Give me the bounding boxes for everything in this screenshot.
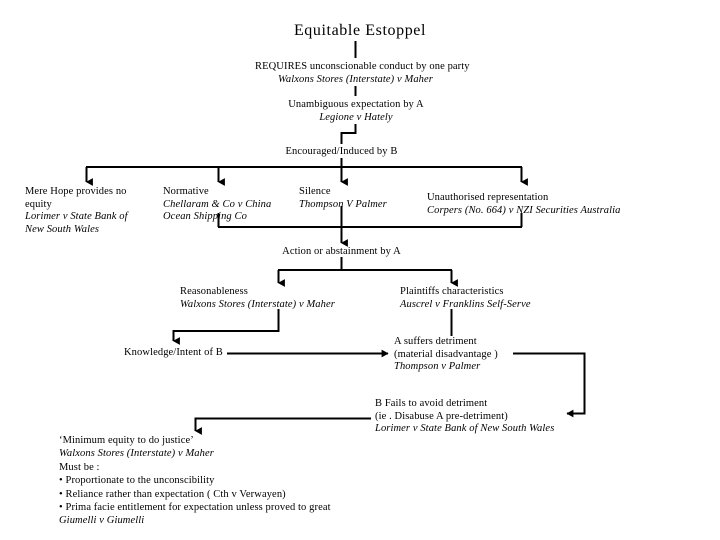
node-minimum-equity: ‘Minimum equity to do justice’ Walxons S… (59, 434, 331, 528)
minimum-equity-heading: ‘Minimum equity to do justice’ (59, 435, 194, 446)
node-detriment-citation: Thompson v Palmer (394, 361, 481, 373)
node-mere-hope-citation1: Lorimer v State Bank of (25, 211, 128, 223)
node-mere-hope: Mere Hope provides no equity Lorimer v S… (25, 186, 128, 236)
node-requires-text: REQUIRES unconscionable conduct by one p… (255, 61, 470, 72)
node-reasonableness: Reasonableness Walxons Stores (Interstat… (180, 286, 335, 311)
node-plaintiffs-citation: Auscrel v Franklins Self-Serve (400, 298, 531, 310)
minimum-equity-citation: Walxons Stores (Interstate) v Maher (59, 448, 214, 460)
node-plaintiffs-text: Plaintiffs characteristics (400, 286, 504, 297)
node-mere-hope-line2: equity (25, 198, 52, 210)
minimum-equity-bullet-1: • Proportionate to the unconscibility (59, 475, 215, 487)
node-encouraged-text: Encouraged/Induced by B (285, 146, 398, 157)
node-unauthorised-representation: Unauthorised representation Corpers (No.… (427, 192, 621, 217)
node-detriment-line2: (material disadvantage ) (394, 348, 498, 360)
node-normative: Normative Chellaram & Co v China Ocean S… (163, 186, 271, 224)
page-title: Equitable Estoppel (293, 22, 427, 39)
node-silence: Silence Thompson V Palmer (299, 186, 387, 211)
minimum-equity-bullet-3: • Prima facie entitlement for expectatio… (59, 502, 331, 514)
node-silence-line1: Silence (299, 186, 331, 197)
node-encouraged-induced: Encouraged/Induced by B (266, 146, 417, 159)
node-mere-hope-line1: Mere Hope provides no (25, 186, 127, 197)
node-normative-line1: Normative (163, 186, 209, 197)
node-plaintiffs-characteristics: Plaintiffs characteristics Auscrel v Fra… (400, 286, 531, 311)
node-reasonableness-citation: Walxons Stores (Interstate) v Maher (180, 298, 335, 310)
node-action-text: Action or abstainment by A (282, 246, 401, 257)
node-knowledge-text: Knowledge/Intent of B (124, 347, 223, 358)
minimum-equity-final-citation: Giumelli v Giumelli (59, 515, 145, 527)
node-unauthorised-citation1: Corpers (No. 664) v NZI Securities Austr… (427, 204, 621, 216)
line-expectation-to-encouraged (340, 124, 357, 144)
node-b-fails-to-avoid-detriment: B Fails to avoid detriment (ie . Disabus… (375, 398, 554, 436)
minimum-equity-bullet-2: • Reliance rather than expectation ( Cth… (59, 488, 286, 500)
node-fails-line1: B Fails to avoid detriment (375, 398, 488, 409)
node-expectation-text: Unambiguous expectation by A (288, 99, 424, 110)
node-a-suffers-detriment: A suffers detriment (material disadvanta… (394, 336, 498, 374)
node-unauthorised-line1: Unauthorised representation (427, 192, 549, 203)
node-fails-line2: (ie . Disabuse A pre-detriment) (375, 410, 508, 422)
node-silence-citation1: Thompson V Palmer (299, 198, 387, 210)
node-detriment-line1: A suffers detriment (394, 336, 477, 347)
node-action-abstainment: Action or abstainment by A (266, 246, 417, 259)
node-fails-citation: Lorimer v State Bank of New South Wales (375, 423, 555, 435)
node-mere-hope-citation2: New South Wales (25, 223, 100, 235)
line-reasonableness-to-knowledge (172, 309, 280, 345)
node-knowledge-intent: Knowledge/Intent of B (124, 347, 223, 360)
node-expectation-citation: Legione v Hately (319, 111, 393, 123)
minimum-equity-must-be: Must be : (59, 461, 100, 473)
node-normative-citation1: Chellaram & Co v China (163, 198, 272, 210)
node-reasonableness-text: Reasonableness (180, 286, 248, 297)
node-requires: REQUIRES unconscionable conduct by one p… (255, 61, 470, 86)
line-fails-to-minimum-equity (194, 417, 371, 435)
node-requires-citation: Walxons Stores (Interstate) v Maher (278, 73, 433, 85)
node-unambiguous-expectation: Unambiguous expectation by A Legione v H… (271, 99, 441, 124)
node-normative-citation2: Ocean Shipping Co (163, 211, 247, 223)
